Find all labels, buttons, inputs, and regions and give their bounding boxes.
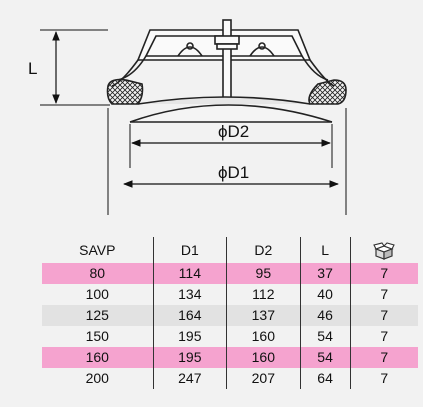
cell-savp: 80	[42, 263, 154, 284]
cell-qty: 7	[349, 305, 418, 326]
cell-l: 37	[299, 263, 351, 284]
cell-d1: 164	[152, 305, 227, 326]
cell-l: 54	[299, 326, 351, 347]
cell-d1: 114	[152, 263, 227, 284]
dimension-L: L	[28, 29, 110, 106]
cell-savp: 125	[42, 305, 154, 326]
cell-l: 64	[299, 368, 351, 389]
cell-qty: 7	[349, 284, 418, 305]
valve-body	[106, 19, 347, 123]
header-l: L	[299, 237, 351, 263]
label-D1: ϕD1	[218, 163, 249, 182]
cell-d2: 95	[226, 263, 301, 284]
header-box	[349, 237, 418, 263]
cell-d2: 207	[226, 368, 301, 389]
cell-d2: 160	[226, 347, 301, 368]
cell-qty: 7	[349, 347, 418, 368]
cell-savp: 200	[85, 370, 109, 386]
box-icon	[373, 242, 396, 261]
cell-savp: 160	[42, 347, 154, 368]
cell-savp: 100	[85, 286, 109, 302]
cell-d2: 137	[226, 305, 301, 326]
cell-savp: 150	[85, 328, 109, 344]
cell-d1: 134	[152, 284, 227, 305]
label-D2: ϕD2	[218, 122, 249, 141]
header-d2: D2	[226, 237, 301, 263]
cell-l: 40	[299, 284, 351, 305]
dimension-D1: ϕD1	[123, 163, 339, 188]
header-savp: SAVP	[79, 242, 116, 258]
cell-l: 54	[299, 347, 351, 368]
table-header-row: SAVP D1 D2 L	[42, 237, 418, 263]
label-L: L	[28, 59, 37, 78]
cell-qty: 7	[349, 326, 418, 347]
cell-qty: 7	[349, 368, 418, 389]
cell-d1: 247	[152, 368, 227, 389]
cell-d2: 112	[226, 284, 301, 305]
technical-drawing: L ϕD2	[28, 19, 347, 215]
header-d1: D1	[152, 237, 227, 263]
cell-d1: 195	[152, 347, 227, 368]
extension-lines	[107, 108, 347, 215]
cell-d1: 195	[152, 326, 227, 347]
cell-l: 46	[299, 305, 351, 326]
cell-qty: 7	[349, 263, 418, 284]
cell-d2: 160	[226, 326, 301, 347]
dimension-D2: ϕD2	[131, 122, 331, 147]
